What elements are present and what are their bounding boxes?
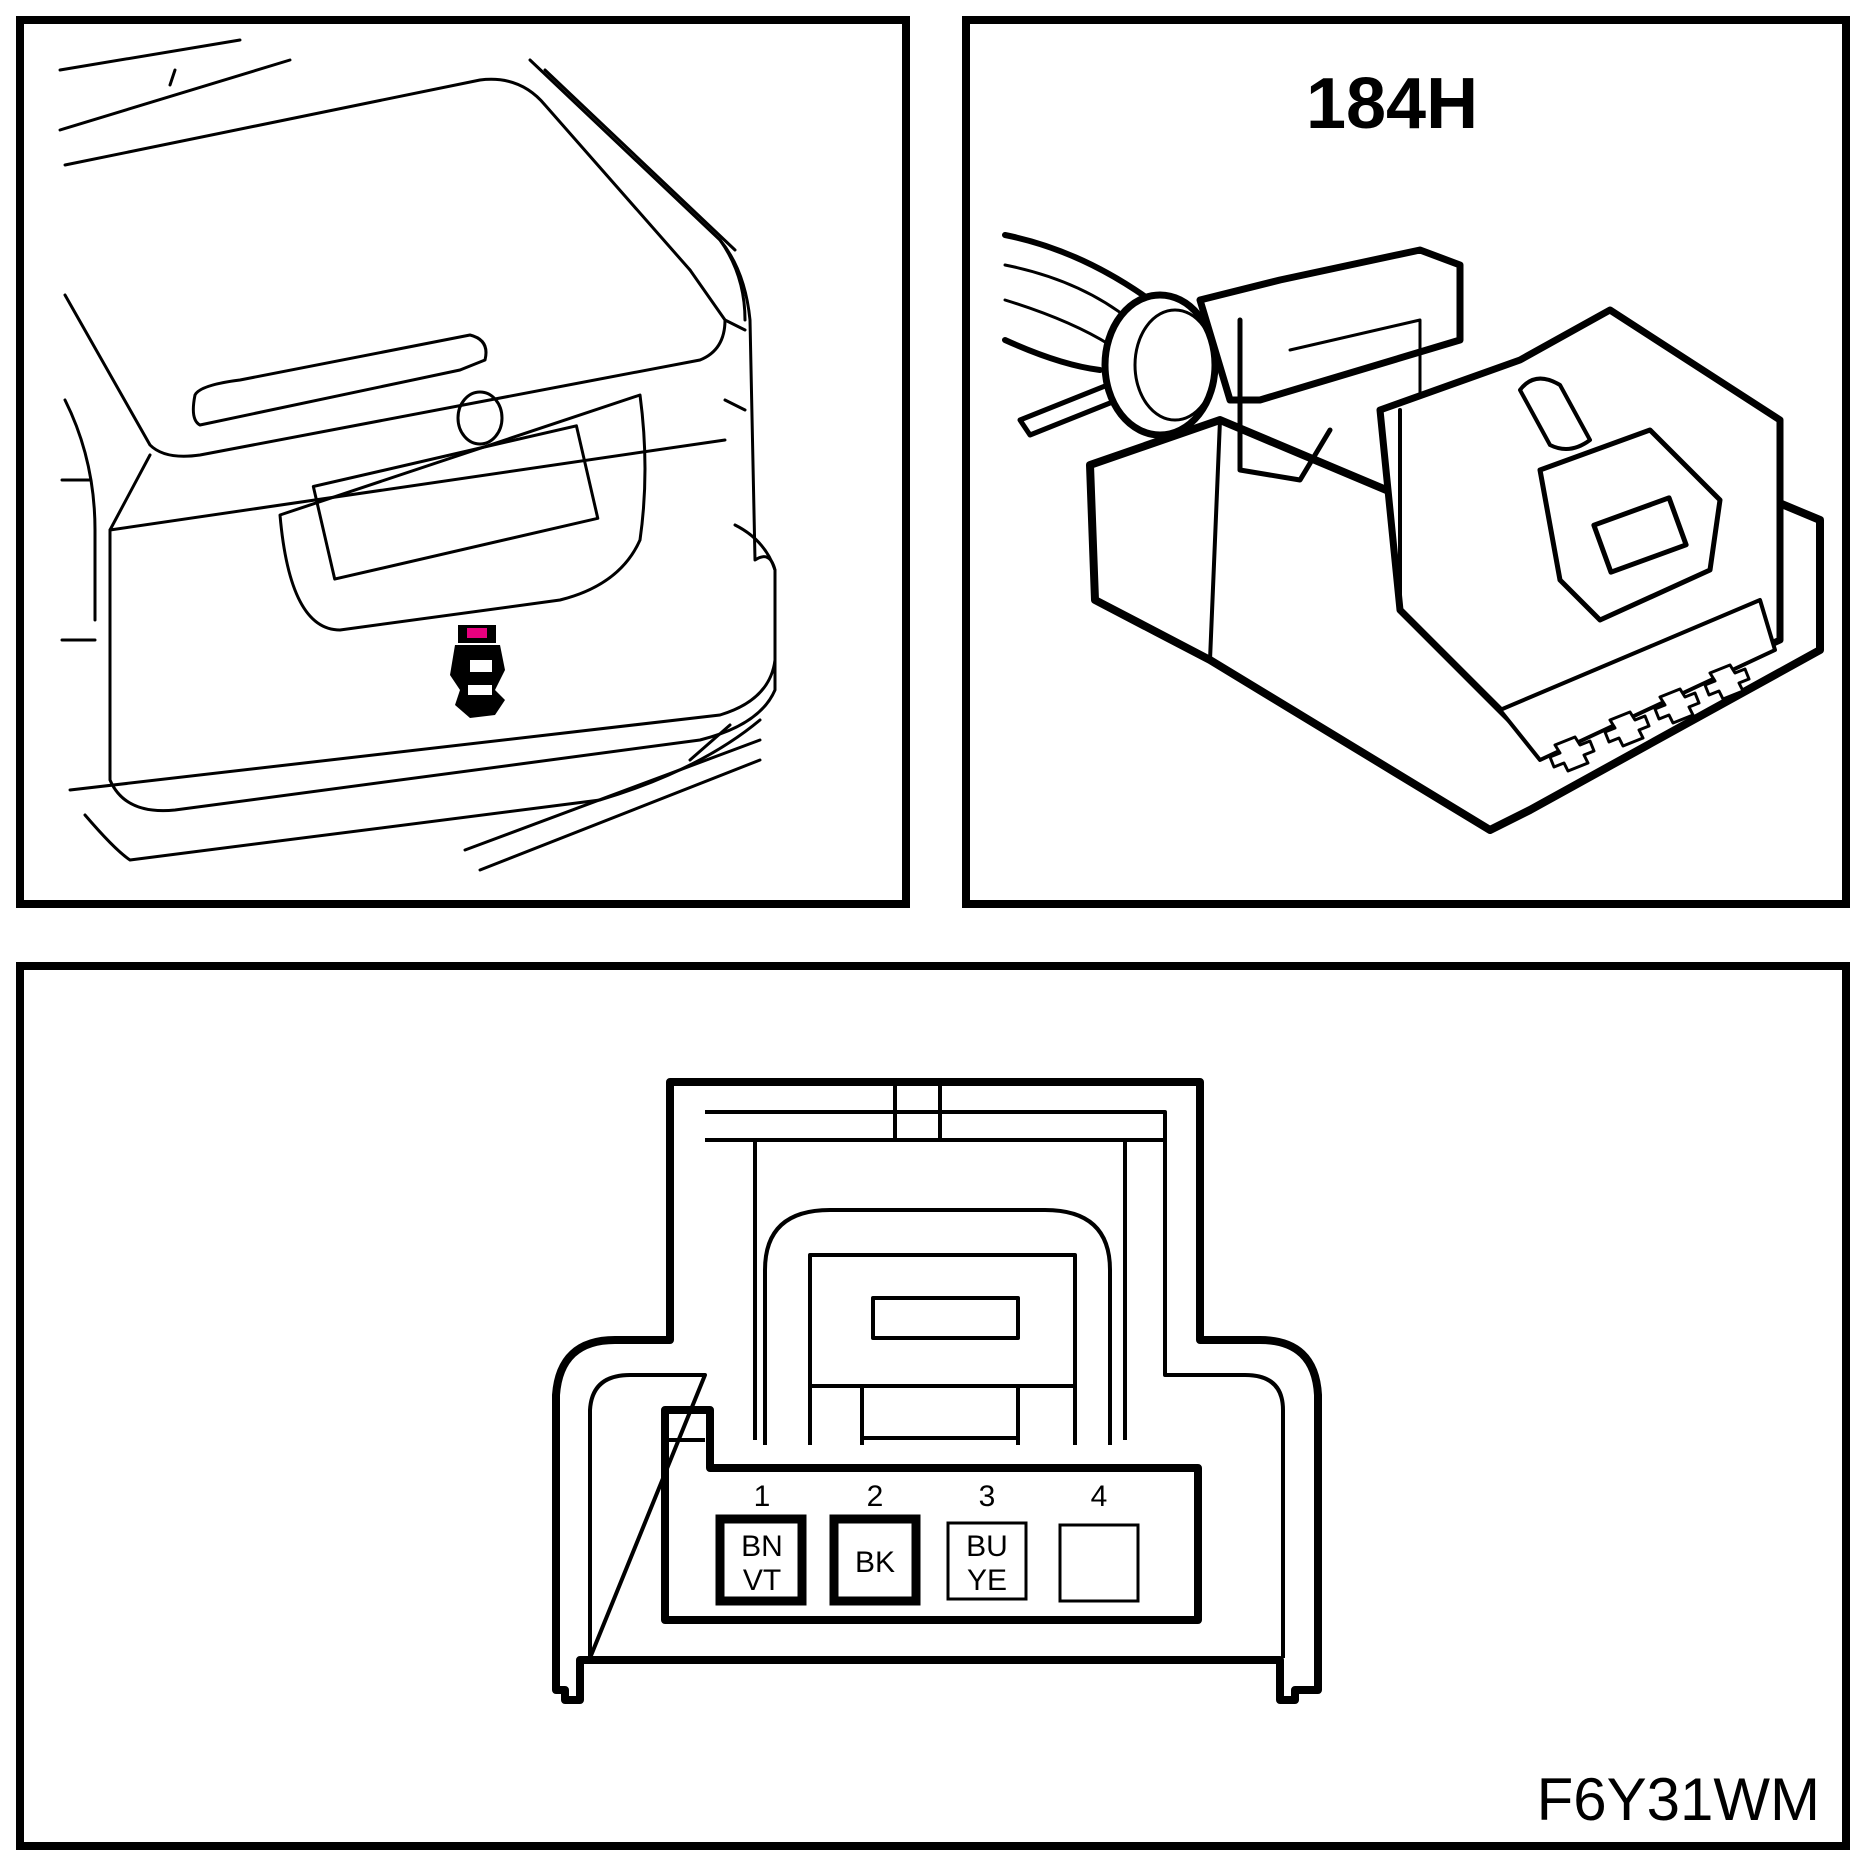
connector-3d-illustration <box>1002 232 1824 834</box>
pin-cavity <box>715 1514 807 1606</box>
pin-number: 2 <box>867 1480 884 1513</box>
pin-2: 2 BK <box>829 1480 921 1606</box>
terminal-cavities <box>1548 663 1751 773</box>
pin-wire-color-bottom: YE <box>967 1564 1007 1597</box>
pin-cavity <box>829 1514 921 1606</box>
highlight-marker <box>467 628 487 638</box>
pin-cavity <box>946 1521 1028 1601</box>
panel-frame <box>16 962 1850 1850</box>
connector-location-marker <box>450 625 505 718</box>
pin-number: 4 <box>1091 1480 1108 1513</box>
pin-cavity <box>1058 1523 1140 1603</box>
pin-number: 3 <box>979 1480 996 1513</box>
figure-code: F6Y31WM <box>1537 1766 1820 1833</box>
connector-3d-panel: 184H <box>962 16 1850 908</box>
pin-wire-color-top: BN <box>741 1530 783 1563</box>
connector-id-label: 184H <box>1306 64 1478 144</box>
pin-wire-color-top: BU <box>966 1530 1008 1563</box>
pin-wire-color-top: BK <box>855 1546 895 1579</box>
panel-frame <box>16 16 910 908</box>
connector-pinout-panel: 1 BN VT 2 BK 3 BU YE 4 F6Y31WM <box>16 962 1850 1850</box>
pin-4: 4 <box>1058 1480 1140 1603</box>
vehicle-location-panel <box>16 16 910 908</box>
pin-1: 1 BN VT <box>715 1480 807 1606</box>
pin-3: 3 BU YE <box>946 1480 1028 1601</box>
pin-number: 1 <box>754 1480 771 1513</box>
vehicle-rear-illustration <box>58 38 777 872</box>
pin-wire-color-bottom: VT <box>743 1564 781 1597</box>
connector-face-outline <box>552 1078 1322 1704</box>
